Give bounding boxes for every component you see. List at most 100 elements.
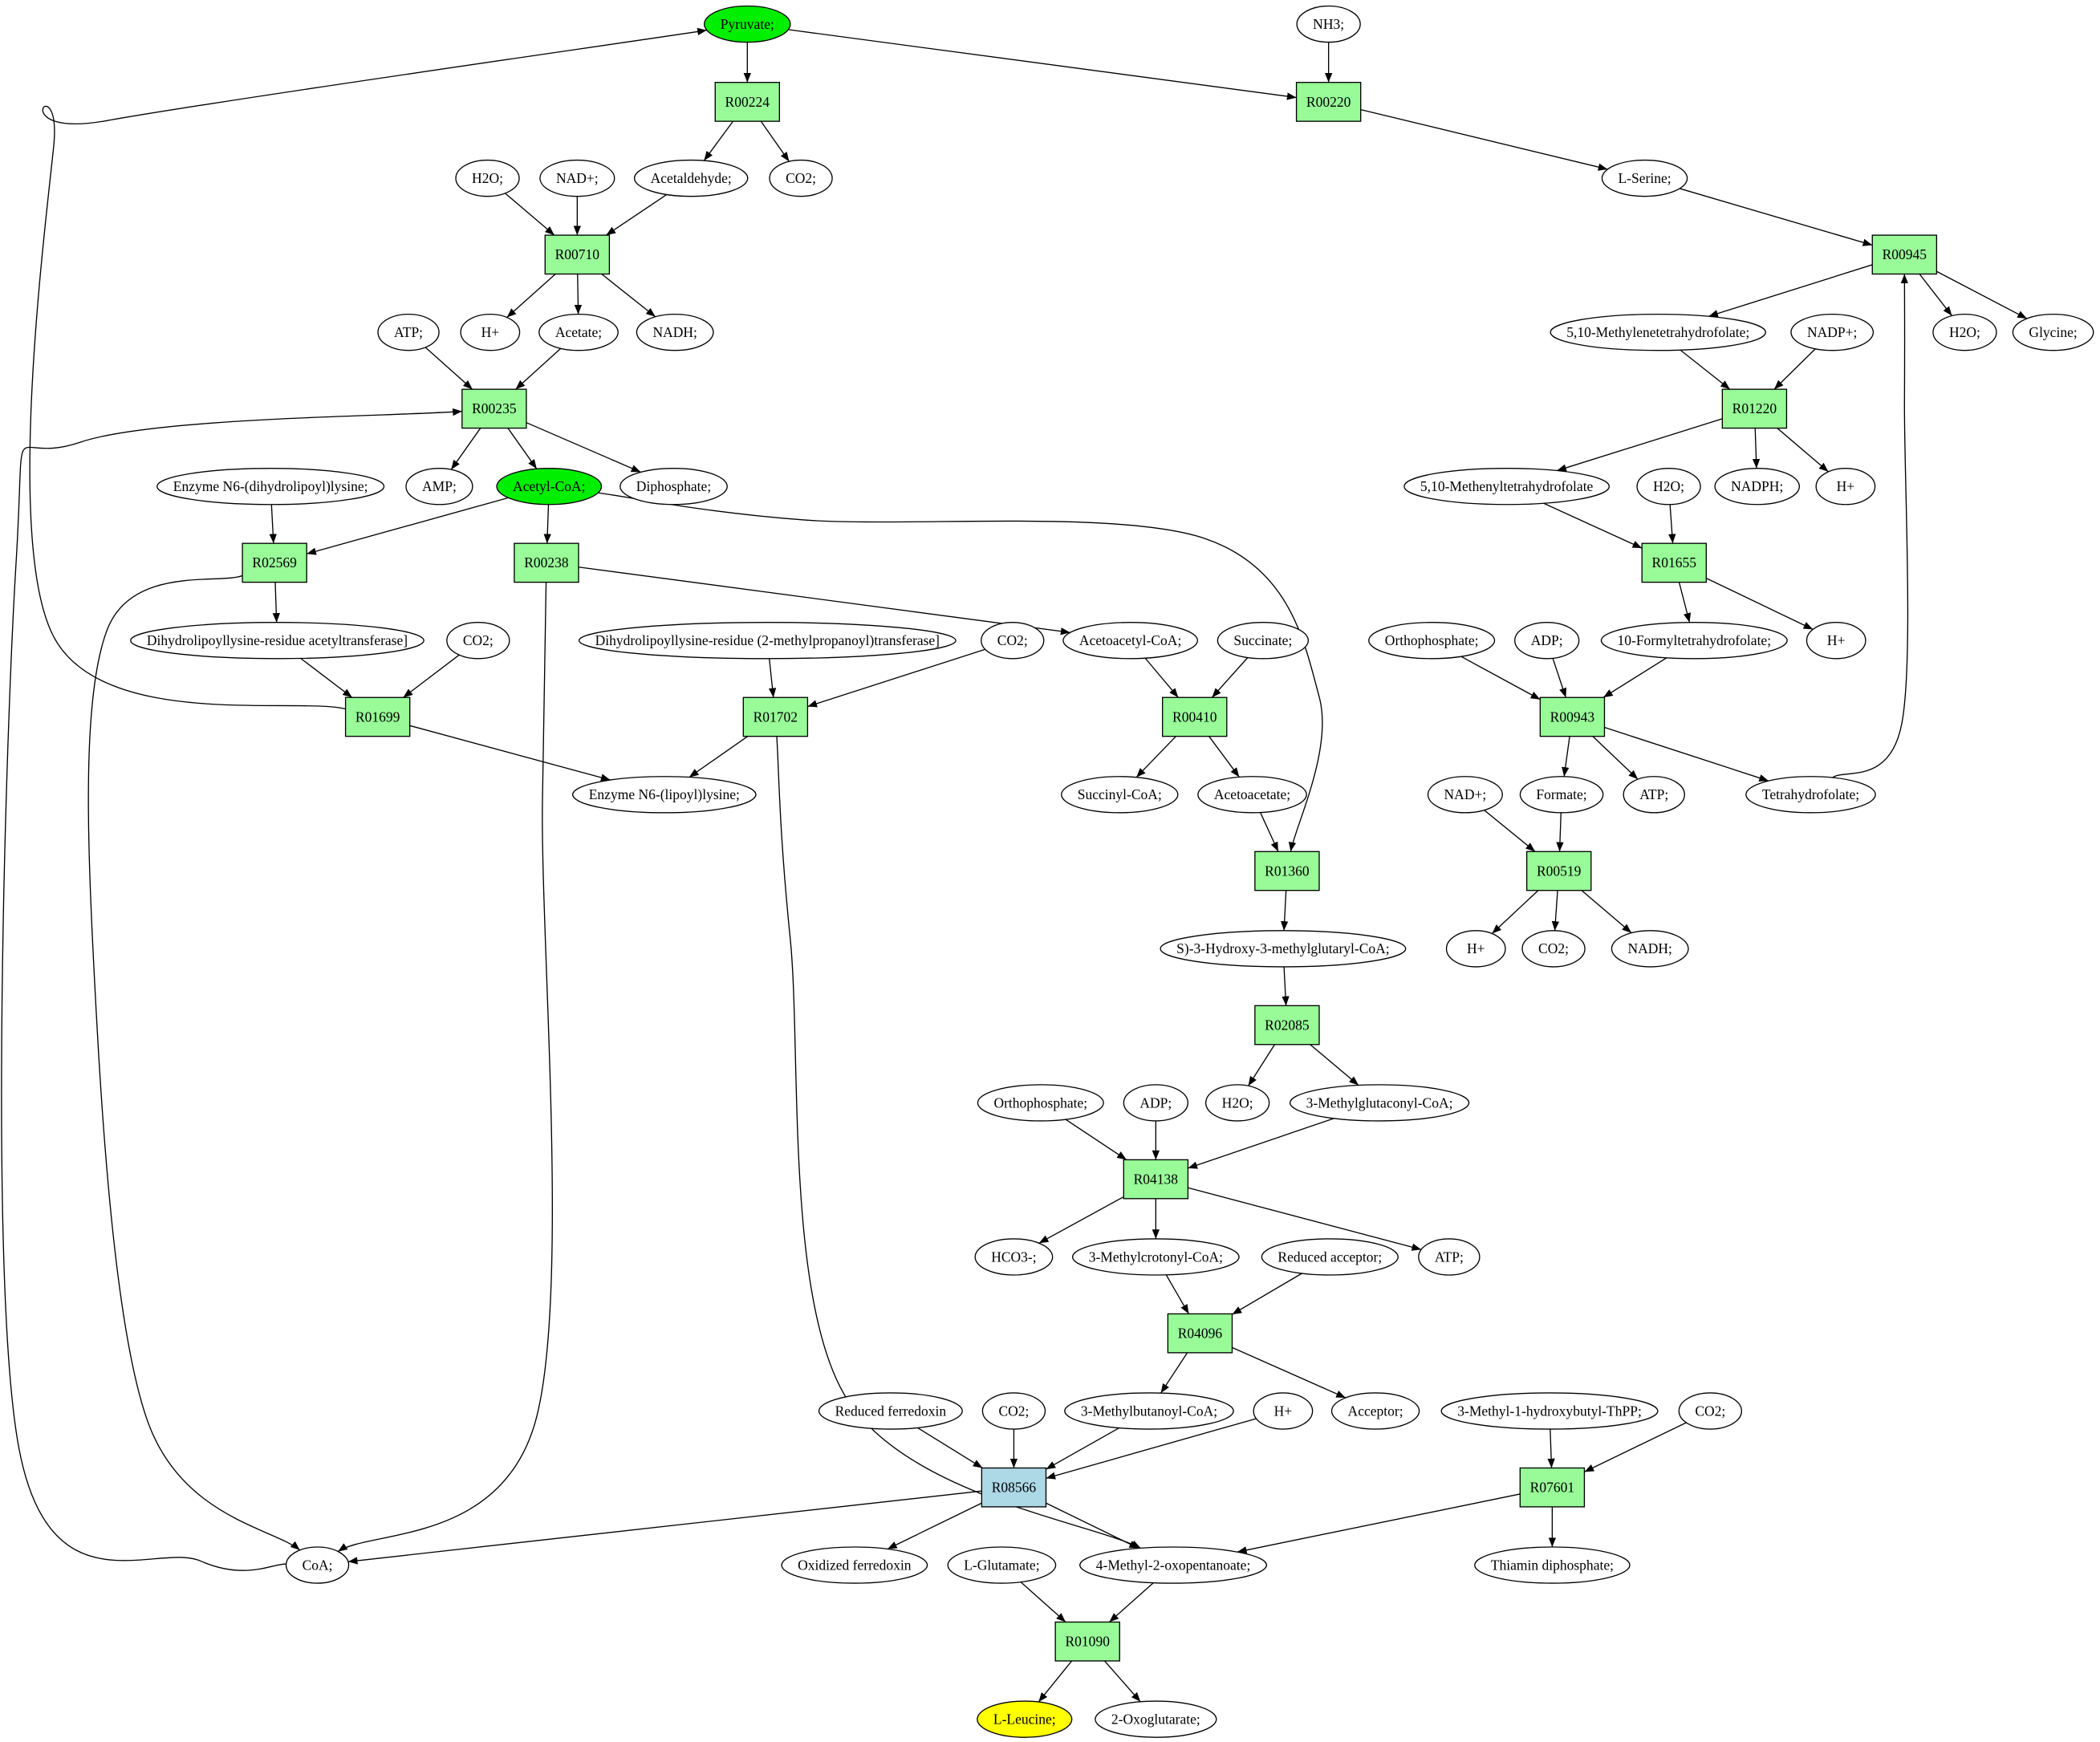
reaction-node-r00710[interactable]: R00710 (544, 234, 611, 275)
compound-node-atp[interactable]: ATP; (377, 313, 440, 351)
compound-node-glycine[interactable]: Glycine; (2012, 313, 2094, 351)
edge (1281, 890, 1289, 931)
compound-node-orthophosphate[interactable]: Orthophosphate; (977, 1084, 1104, 1122)
compound-node-acetyl-coa[interactable]: Acetyl-CoA; (496, 467, 603, 506)
reaction-node-r00238[interactable]: R00238 (514, 542, 579, 583)
compound-node-dihydrolipoyllysine-residue-acetyltransferase[interactable]: Dihydrolipoyllysine-residue acetyltransf… (130, 622, 424, 660)
compound-node-dihydrolipoyllysine-residue-2-methylpropanoyl-transferase[interactable]: Dihydrolipoyllysine-residue (2-methylpro… (578, 622, 957, 660)
compound-node-2-oxoglutarate[interactable]: 2-Oxoglutarate; (1095, 1700, 1217, 1738)
node-label: H+ (1837, 478, 1855, 494)
reaction-node-r00235[interactable]: R00235 (461, 388, 527, 429)
node-label: CO2; (463, 632, 494, 648)
reaction-node-r00410[interactable]: R00410 (1162, 696, 1228, 737)
compound-node-co2[interactable]: CO2; (981, 622, 1045, 660)
compound-node-reduced-acceptor[interactable]: Reduced acceptor; (1261, 1238, 1399, 1276)
compound-node-co2[interactable]: CO2; (1678, 1392, 1742, 1430)
compound-node-co2[interactable]: CO2; (981, 1392, 1046, 1430)
compound-node-5-10-methylenetetrahydrofolate[interactable]: 5,10-Methylenetetrahydrofolate; (1550, 313, 1766, 351)
compound-node-orthophosphate[interactable]: Orthophosphate; (1368, 622, 1496, 660)
compound-node-acceptor[interactable]: Acceptor; (1330, 1392, 1420, 1430)
compound-node-4-methyl-2-oxopentanoate[interactable]: 4-Methyl-2-oxopentanoate; (1079, 1546, 1268, 1584)
compound-node-acetate[interactable]: Acetate; (538, 313, 619, 351)
compound-node-h2o[interactable]: H2O; (1932, 313, 1997, 351)
reaction-node-r02569[interactable]: R02569 (242, 542, 307, 583)
compound-ellipse (1123, 1084, 1188, 1122)
compound-node-formate[interactable]: Formate; (1519, 776, 1604, 814)
compound-node-s-3-hydroxy-3-methylglutaryl-coa[interactable]: S)-3-Hydroxy-3-methylglutaryl-CoA; (1160, 930, 1407, 968)
compound-node-nadh[interactable]: NADH; (636, 313, 714, 351)
compound-node-h2o[interactable]: H2O; (1636, 467, 1701, 506)
compound-node-reduced-ferredoxin[interactable]: Reduced ferredoxin (818, 1392, 963, 1430)
reaction-node-r00945[interactable]: R00945 (1871, 234, 1938, 275)
edge (1188, 1118, 1334, 1169)
compound-node-oxidized-ferredoxin[interactable]: Oxidized ferredoxin (781, 1546, 928, 1584)
reaction-node-r01699[interactable]: R01699 (344, 696, 411, 737)
compound-node-co2[interactable]: CO2; (769, 159, 833, 197)
compound-node-adp[interactable]: ADP; (1514, 622, 1580, 660)
compound-node-10-formyltetrahydrofolate[interactable]: 10-Formyltetrahydrofolate; (1600, 622, 1788, 660)
compound-node-3-methylglutaconyl-coa[interactable]: 3-Methylglutaconyl-CoA; (1289, 1084, 1470, 1122)
compound-node-coa[interactable]: CoA; (285, 1546, 350, 1584)
edge (703, 120, 734, 161)
compound-node-3-methylcrotonyl-coa[interactable]: 3-Methylcrotonyl-CoA; (1072, 1238, 1240, 1276)
reaction-node-r01220[interactable]: R01220 (1721, 388, 1788, 429)
compound-node-atp[interactable]: ATP; (1418, 1238, 1481, 1276)
compound-ellipse (1806, 622, 1866, 660)
node-label: CO2; (1695, 1403, 1725, 1419)
reaction-node-r01090[interactable]: R01090 (1054, 1621, 1120, 1662)
reaction-node-r04138[interactable]: R04138 (1123, 1159, 1189, 1200)
compound-node-3-methylbutanoyl-coa[interactable]: 3-Methylbutanoyl-CoA; (1064, 1392, 1234, 1430)
reaction-node-r08566[interactable]: R08566 (981, 1467, 1047, 1508)
compound-node-amp[interactable]: AMP; (405, 467, 473, 506)
compound-node-l-leucine[interactable]: L-Leucine; (977, 1700, 1073, 1738)
compound-node-enzyme-n6-lipoyl-lysine[interactable]: Enzyme N6-(lipoyl)lysine; (572, 776, 757, 814)
compound-node-atp[interactable]: ATP; (1623, 776, 1685, 814)
compound-node-adp[interactable]: ADP; (1123, 1084, 1188, 1122)
compound-node-succinate[interactable]: Succinate; (1217, 622, 1310, 660)
reaction-node-r07601[interactable]: R07601 (1519, 1467, 1586, 1508)
compound-node-h2o[interactable]: H2O; (455, 159, 520, 197)
compound-node-nadh[interactable]: NADH; (1611, 930, 1689, 968)
compound-node-nadph[interactable]: NADPH; (1714, 467, 1801, 506)
compound-node-h2o[interactable]: H2O; (1205, 1084, 1270, 1122)
compound-node-h[interactable]: H+ (1253, 1392, 1314, 1430)
compound-node-co2[interactable]: CO2; (1521, 930, 1586, 968)
reaction-node-r00519[interactable]: R00519 (1525, 851, 1592, 891)
edge (526, 422, 641, 473)
reaction-node-r02085[interactable]: R02085 (1254, 1005, 1320, 1046)
compound-node-tetrahydrofolate[interactable]: Tetrahydrofolate; (1745, 776, 1876, 814)
compound-node-acetoacetyl-coa[interactable]: Acetoacetyl-CoA; (1062, 622, 1199, 660)
reaction-node-r01655[interactable]: R01655 (1641, 542, 1707, 583)
compound-node-acetaldehyde[interactable]: Acetaldehyde; (633, 159, 749, 197)
reaction-node-r04096[interactable]: R04096 (1167, 1313, 1233, 1354)
compound-node-nad[interactable]: NAD+; (539, 159, 615, 197)
compound-node-thiamin-diphosphate[interactable]: Thiamin diphosphate; (1474, 1546, 1631, 1584)
compound-node-h[interactable]: H+ (1445, 930, 1506, 968)
reaction-node-r01360[interactable]: R01360 (1254, 851, 1320, 891)
reaction-node-r01702[interactable]: R01702 (742, 696, 809, 737)
compound-node-hco3[interactable]: HCO3-; (974, 1238, 1054, 1276)
reaction-box (1295, 82, 1362, 122)
compound-node-enzyme-n6-dihydrolipoyl-lysine[interactable]: Enzyme N6-(dihydrolipoyl)lysine; (156, 467, 385, 506)
compound-node-nadp[interactable]: NADP+; (1790, 313, 1875, 351)
compound-node-nh3[interactable]: NH3; (1296, 5, 1361, 43)
compound-node-l-serine[interactable]: L-Serine; (1601, 159, 1688, 197)
compound-node-h[interactable]: H+ (460, 313, 521, 351)
compound-node-h[interactable]: H+ (1806, 622, 1866, 660)
compound-ellipse (1932, 313, 1997, 351)
compound-node-nad[interactable]: NAD+; (1427, 776, 1503, 814)
reaction-node-r00220[interactable]: R00220 (1295, 82, 1362, 122)
compound-node-h[interactable]: H+ (1815, 467, 1876, 506)
reaction-node-r00224[interactable]: R00224 (714, 82, 781, 122)
compound-node-co2[interactable]: CO2; (446, 622, 510, 660)
compound-node-pyruvate[interactable]: Pyruvate; (704, 5, 791, 43)
edge (1484, 810, 1536, 852)
compound-node-3-methyl-1-hydroxybutyl-thpp[interactable]: 3-Methyl-1-hydroxybutyl-ThPP; (1440, 1392, 1659, 1430)
edge (1135, 736, 1176, 778)
compound-node-l-glutamate[interactable]: L-Glutamate; (947, 1546, 1057, 1584)
compound-node-5-10-methenyltetrahydrofolate[interactable]: 5,10-Methenyltetrahydrofolate (1403, 467, 1611, 506)
compound-node-acetoacetate[interactable]: Acetoacetate; (1197, 776, 1307, 814)
compound-node-succinyl-coa[interactable]: Succinyl-CoA; (1061, 776, 1179, 814)
reaction-node-r00943[interactable]: R00943 (1539, 696, 1606, 737)
compound-node-diphosphate[interactable]: Diphosphate; (619, 467, 728, 506)
